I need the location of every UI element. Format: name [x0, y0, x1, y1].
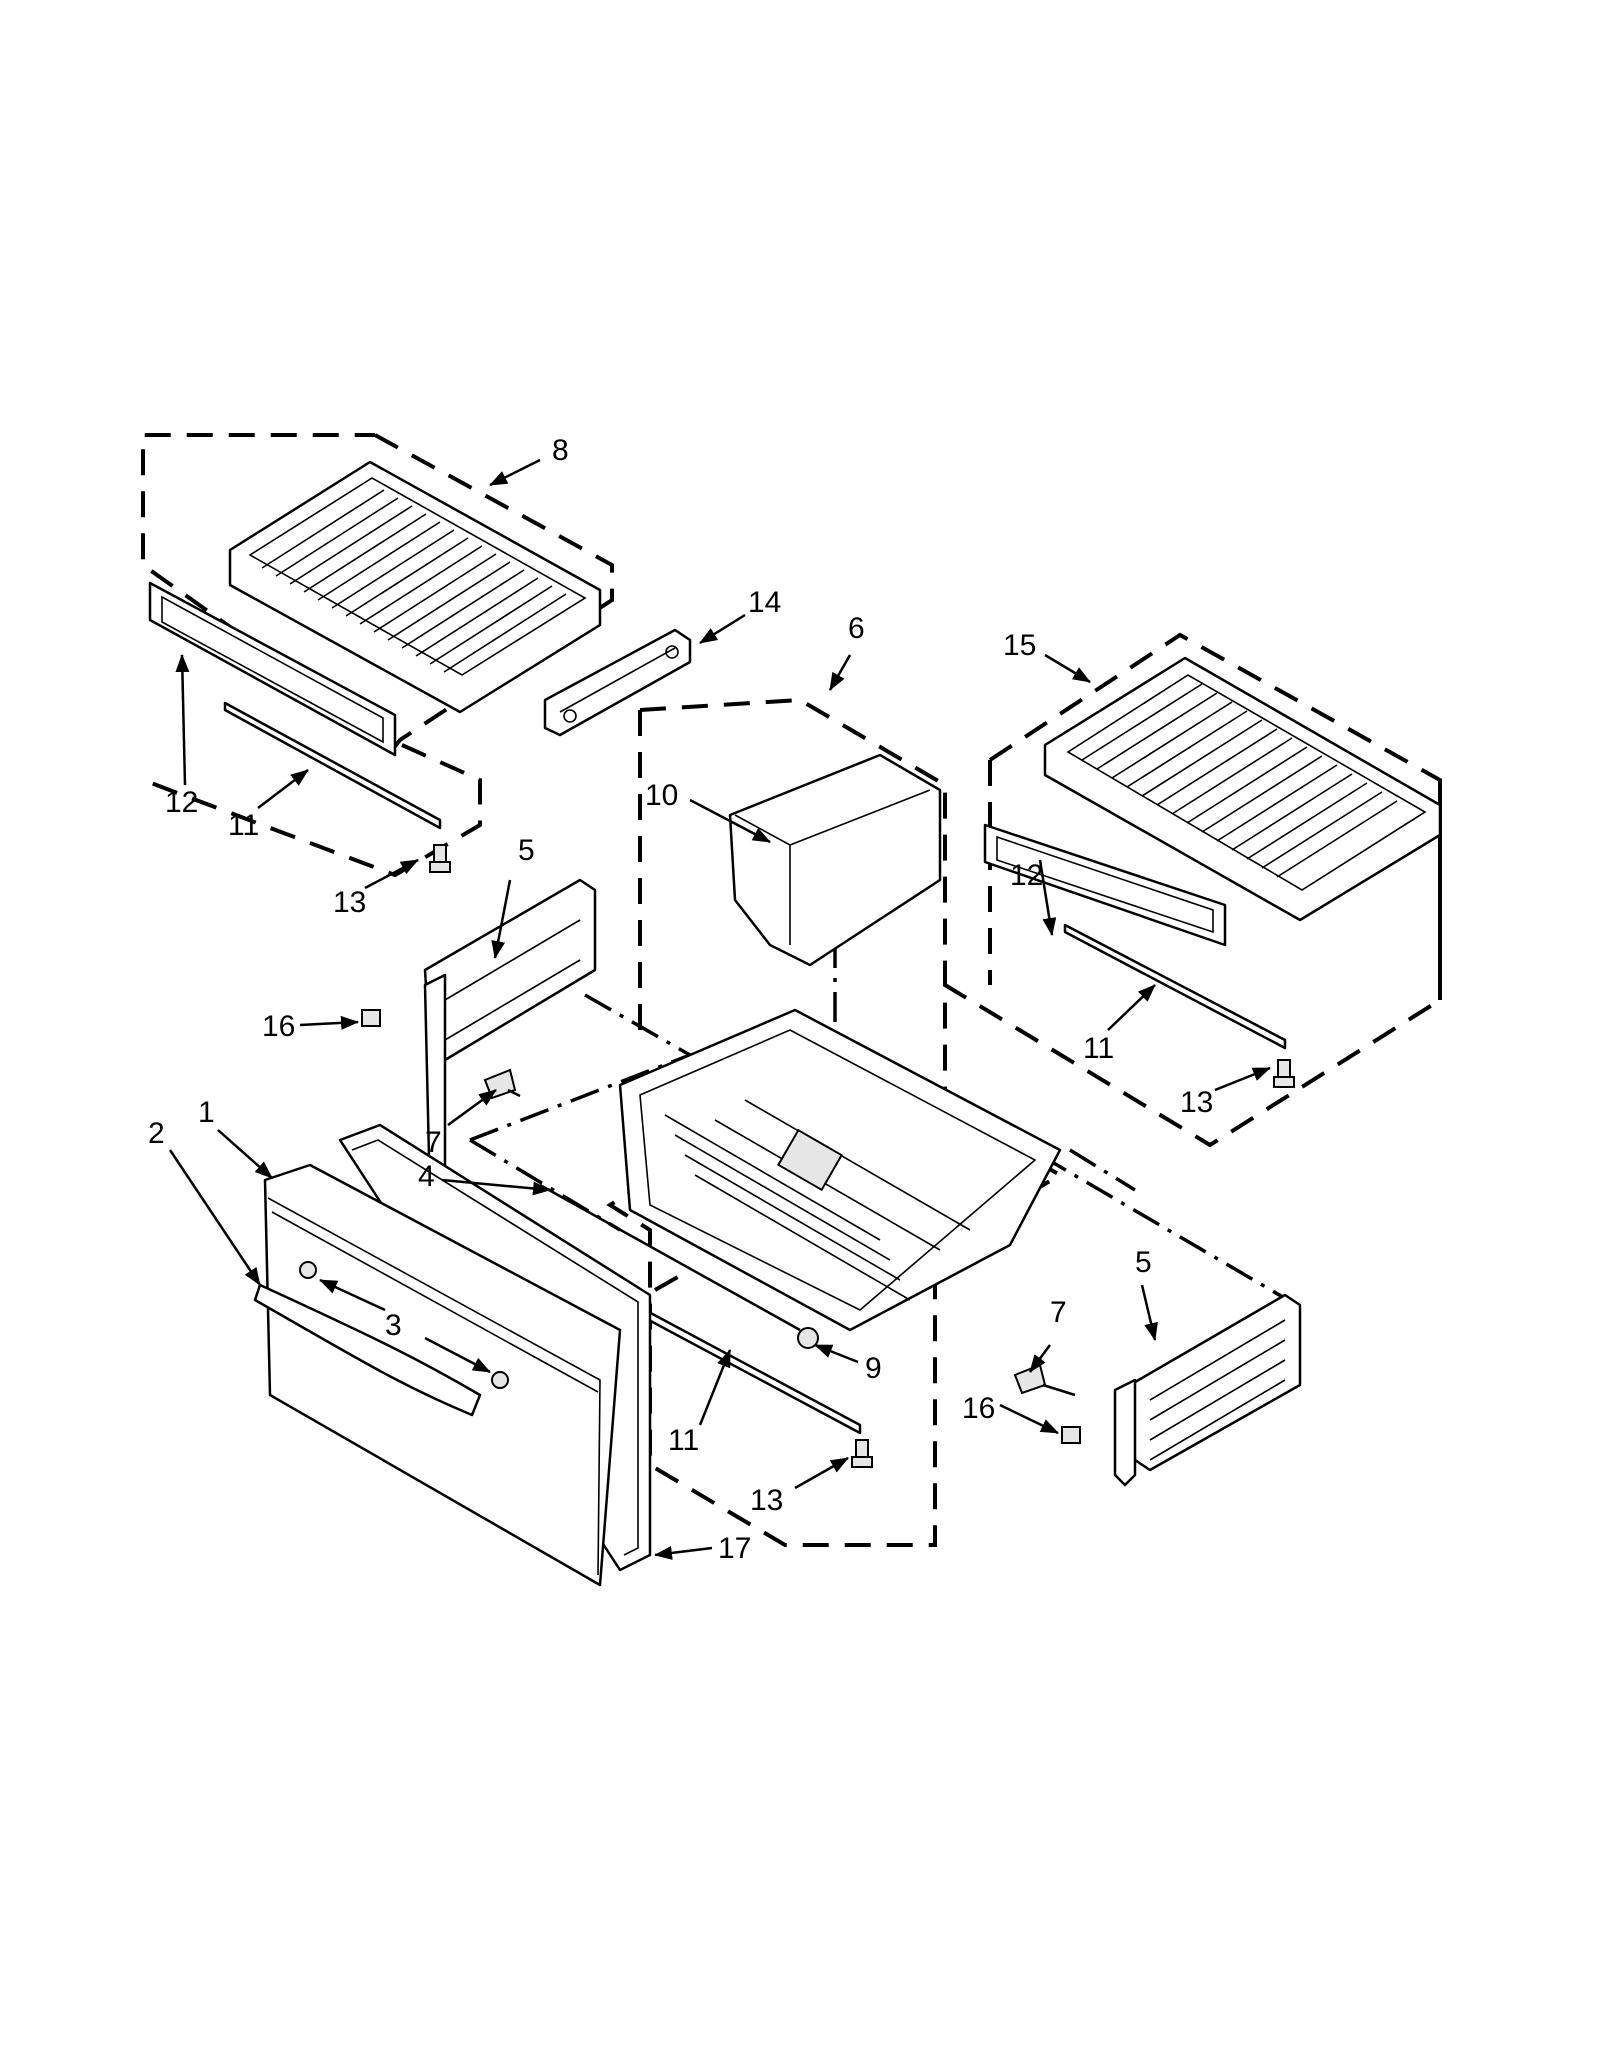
callout-7b: 7	[1050, 1296, 1067, 1329]
right-tray	[1043, 656, 1442, 922]
callout-11a: 11	[228, 809, 259, 842]
right-cap	[1061, 1426, 1081, 1444]
right-slide-rail	[1063, 923, 1287, 1050]
callout-16a: 16	[262, 1010, 295, 1043]
left-cap	[361, 1009, 381, 1027]
center-hinge-plate	[543, 628, 692, 737]
callout-7a: 7	[425, 1126, 442, 1159]
callout-17: 17	[718, 1532, 751, 1565]
callout-9: 9	[865, 1352, 882, 1385]
drawer-handle	[253, 1283, 482, 1417]
right-screw	[1273, 1059, 1295, 1088]
upper-left-screw	[429, 844, 451, 873]
left-drawer-slide-bracket	[423, 878, 597, 1202]
callout-11b: 11	[1083, 1032, 1114, 1065]
callout-16b: 16	[962, 1392, 995, 1425]
callout-4: 4	[418, 1160, 435, 1193]
callout-8: 8	[552, 434, 569, 467]
callout-13b: 13	[1180, 1086, 1213, 1119]
lower-rail-assembly-outline	[606, 1178, 937, 1547]
upper-left-tray	[228, 460, 602, 714]
right-drawer-slide-bracket	[1113, 1293, 1302, 1487]
right-tray-front-trim	[983, 823, 1227, 947]
right-tray-assembly-outline	[943, 632, 1442, 1148]
callout-5a: 5	[518, 834, 535, 867]
callout-13c: 13	[750, 1484, 783, 1517]
callout-11c: 11	[668, 1424, 699, 1457]
lower-screw	[851, 1439, 873, 1468]
callout-12b: 12	[1010, 859, 1043, 892]
upper-left-tray-front-trim	[148, 581, 397, 757]
callout-10: 10	[645, 779, 678, 812]
callout-2: 2	[148, 1117, 165, 1150]
callout-5b: 5	[1135, 1246, 1152, 1279]
lower-rail-roller	[797, 1327, 819, 1349]
callout-15: 15	[1003, 629, 1036, 662]
callout-1: 1	[198, 1096, 215, 1129]
wire-rail	[539, 1183, 801, 1332]
callout-3: 3	[385, 1309, 402, 1342]
main-freezer-bin	[618, 1008, 1062, 1332]
right-bracket-screw	[1013, 1363, 1076, 1397]
callout-leaders	[168, 458, 1271, 1560]
handle-screws	[299, 1261, 509, 1389]
lower-slide-rail	[643, 1308, 862, 1435]
callout-labels: 8 14 6 15 12 11 13 10 5 16 7 1 2 4 3 12 …	[148, 434, 1213, 1565]
callout-14: 14	[748, 586, 781, 619]
upper-left-slide-rail	[223, 701, 442, 830]
small-bin	[728, 753, 942, 967]
callout-6: 6	[848, 612, 865, 645]
upper-left-tray-assembly-outline	[141, 433, 614, 878]
callout-13a: 13	[333, 886, 366, 919]
callout-12a: 12	[165, 786, 198, 819]
